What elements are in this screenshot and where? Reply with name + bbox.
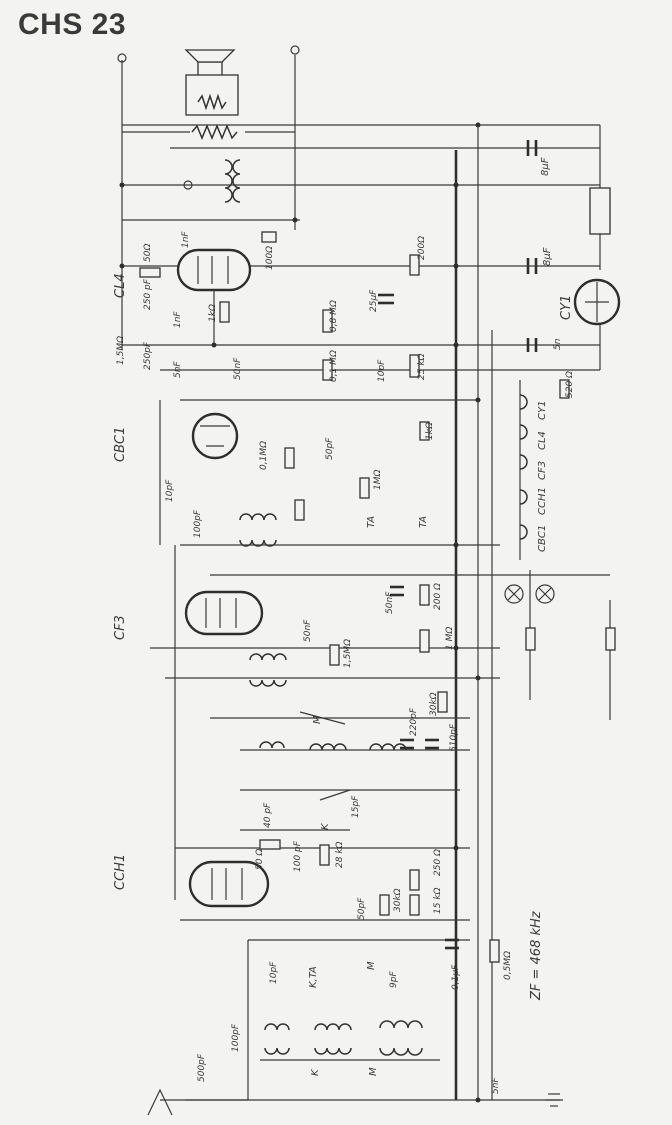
label-100pf-c: 100pF xyxy=(231,1023,241,1052)
label-520ohm: 520 Ω xyxy=(565,371,575,398)
label-0-1uf: 0,1µF xyxy=(451,964,461,990)
tube-cl4: CL4 xyxy=(113,231,277,345)
switch-label-k-2: K xyxy=(310,1068,321,1076)
label-100ohm: 100Ω xyxy=(265,246,275,270)
label-50nf-b: 50nF xyxy=(385,591,395,614)
label-10pf-c: 10pF xyxy=(269,961,279,984)
label-15kohm: 15 kΩ xyxy=(433,887,443,914)
switch-label-ta-2: TA xyxy=(418,516,429,528)
label-25kohm: 25 kΩ xyxy=(417,353,427,380)
label-250pf-a: 250 pF xyxy=(143,278,153,310)
label-10pf-b: 10pF xyxy=(165,479,175,502)
switch-label-kta: K,TA xyxy=(308,966,319,988)
switch-label-k-1: K xyxy=(320,822,331,830)
svg-text:CY1: CY1 xyxy=(559,295,574,320)
page-title: CHS 23 xyxy=(18,8,127,41)
label-1-5mohm: 1,5MΩ xyxy=(116,336,126,365)
label-200ohm: 200Ω xyxy=(417,236,427,260)
label-10pf: 10pF xyxy=(377,359,387,382)
audio-row xyxy=(122,254,601,401)
tube-cbc1: CBC1 xyxy=(113,400,500,547)
heater-chain: CY1 CL4 CF3 CCH1 CBC1 xyxy=(504,379,616,720)
svg-text:CL4: CL4 xyxy=(537,431,548,450)
label-5nf: 5nF xyxy=(173,361,183,378)
junctions xyxy=(119,122,481,1103)
switch-label-m-2: M xyxy=(366,961,377,970)
label-25uf: 25µF xyxy=(369,289,379,312)
label-1mohm-b: 1 MΩ xyxy=(445,627,455,650)
label-1mohm: 1MΩ xyxy=(373,470,383,490)
tube-cch1: CCH1 xyxy=(113,545,470,921)
svg-text:8µF: 8µF xyxy=(540,157,551,176)
label-30kohm: 30kΩ xyxy=(429,692,439,716)
label-200ohm-b: 200 Ω xyxy=(433,583,443,610)
switch-label-m-1: M xyxy=(312,715,323,724)
svg-text:CY1: CY1 xyxy=(537,401,548,420)
input-section xyxy=(147,938,563,1116)
label-510pf: 510pF xyxy=(449,723,459,752)
svg-text:CCH1: CCH1 xyxy=(537,487,548,515)
switch-label-ta-1: TA xyxy=(366,516,377,528)
speaker xyxy=(117,45,300,203)
label-1nf-b: 1nF xyxy=(173,311,183,328)
tube-cf3: CF3 xyxy=(113,574,610,687)
label-100pf-b: 100 pF xyxy=(293,840,303,872)
label-1-5mohm-b: 1,5MΩ xyxy=(343,639,353,668)
label-1kohm: 1kΩ xyxy=(208,304,218,322)
label-50pf-b: 50pF xyxy=(357,897,367,920)
svg-text:CF3: CF3 xyxy=(113,615,128,640)
switch-labels: M K K,TA M K M TA TA xyxy=(308,516,429,1076)
label-1kohm-b: 1kΩ xyxy=(425,422,435,440)
label-30kohm-b: 30kΩ xyxy=(393,888,403,912)
label-0-1mohm: 0,1 MΩ xyxy=(329,350,339,382)
label-0-8mohm: 0,8 MΩ xyxy=(329,300,339,332)
if-frequency-note: ZF = 468 kHz xyxy=(529,910,544,1001)
label-500pf: 500pF xyxy=(197,1053,207,1082)
label-50nf-c: 50nF xyxy=(303,619,313,642)
label-15pf: 15pF xyxy=(351,795,361,818)
label-50ohm: 50Ω xyxy=(143,244,153,262)
svg-text:CBC1: CBC1 xyxy=(537,525,548,552)
oscillator-section xyxy=(210,691,470,831)
svg-text:8µF: 8µF xyxy=(542,247,553,266)
label-5nf-b: 5nF xyxy=(491,1077,501,1094)
label-220pf: 220pF xyxy=(409,707,419,736)
svg-text:CL4: CL4 xyxy=(113,273,128,298)
label-250pf-b: 250pF xyxy=(143,341,153,370)
label-100pf: 100pF xyxy=(193,509,203,538)
label-250ohm: 250 Ω xyxy=(433,849,443,876)
label-5n: 5n xyxy=(553,338,563,350)
label-9pf: 9pF xyxy=(389,971,399,988)
svg-text:CF3: CF3 xyxy=(537,461,548,480)
label-28kohm: 28 kΩ xyxy=(335,841,345,868)
svg-text:CBC1: CBC1 xyxy=(113,427,128,462)
label-50pf: 50pF xyxy=(325,437,335,460)
svg-text:CCH1: CCH1 xyxy=(113,854,128,890)
label-50nf: 50nF xyxy=(233,357,243,380)
label-40pf: 40 pF xyxy=(263,802,273,828)
label-0-5mohm: 0,5MΩ xyxy=(503,951,513,980)
label-0-1mohm-b: 0,1MΩ xyxy=(259,441,269,470)
label-50ohm-b: 50 Ω xyxy=(255,849,265,870)
tube-cy1: CY1 xyxy=(559,278,621,326)
label-1nf: 1nF xyxy=(181,231,191,248)
switch-label-m-3: M xyxy=(368,1067,379,1076)
component-labels: 1nF 100Ω 50Ω 250 pF 1kΩ 1nF 5nF 50nF 1,5… xyxy=(116,231,575,1094)
